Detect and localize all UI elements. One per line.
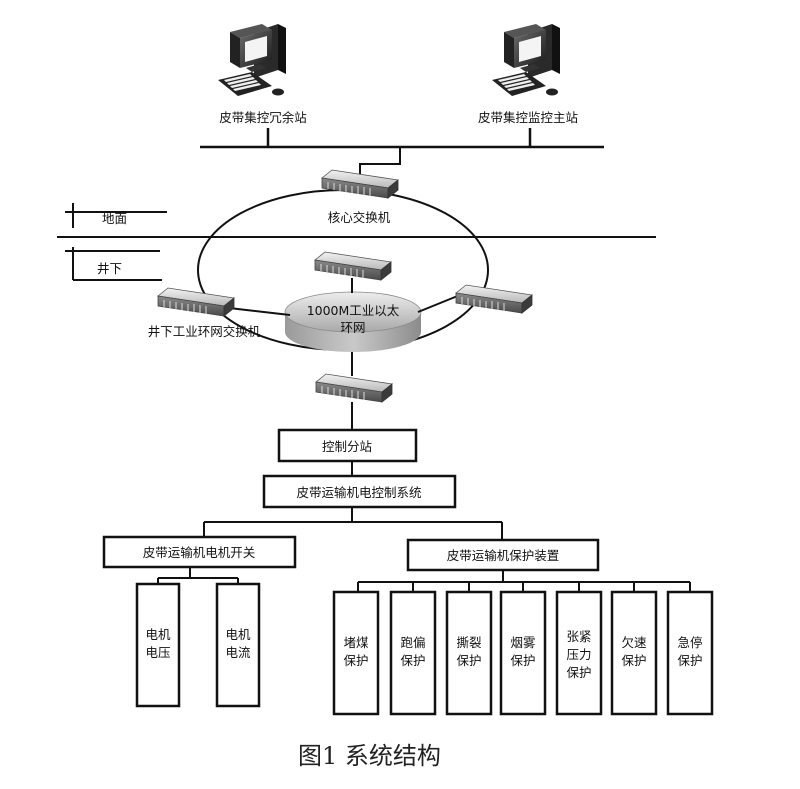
master-station-label: 皮带集控监控主站	[478, 110, 578, 125]
figure-caption: 图1 系统结构	[298, 742, 441, 770]
protection-leaf-box	[389, 590, 437, 716]
protection-leaf-label: 撕裂	[456, 635, 481, 650]
ring-switch-icon	[455, 284, 533, 314]
protection-leaf-label: 张紧	[566, 629, 591, 644]
motor-leaf-links	[157, 567, 239, 584]
protection-leaf-label: 欠速	[621, 635, 647, 650]
master-station: 皮带集控监控主站	[478, 24, 578, 125]
control-system-box	[262, 474, 457, 509]
redundant-station: 皮带集控冗余站	[218, 24, 307, 125]
ring-switch-icon	[157, 287, 235, 317]
protection-leaf-box	[610, 590, 658, 716]
motor-switch-label: 皮带运输机电机开关	[143, 545, 256, 560]
motor-switch-box	[102, 535, 297, 569]
ground-label: 地面	[102, 211, 127, 226]
protection-leaf-box	[332, 590, 380, 716]
protection-leaf-label: 跑偏	[400, 635, 425, 650]
ring-network-disk: 1000M工业以太 环网	[284, 291, 422, 352]
motor-leaf-label: 电机	[225, 627, 251, 642]
protection-leaf-label: 压力	[566, 647, 591, 662]
protection-leaf-label: 保护	[456, 653, 481, 668]
protection-device-label: 皮带运输机保护装置	[447, 548, 560, 563]
control-substation-box	[277, 428, 418, 463]
motor-leaf-box	[215, 582, 261, 708]
protection-leaf-label: 急停	[677, 635, 702, 650]
protection-leaf-links	[357, 570, 691, 592]
redundant-station-label: 皮带集控冗余站	[219, 110, 307, 125]
core-switch-label: 核心交换机	[328, 210, 391, 225]
protection-leaf-box	[666, 590, 714, 716]
core-uplink	[359, 147, 401, 174]
motor-leaf-label: 电流	[225, 645, 251, 660]
subsystem-links	[203, 507, 503, 540]
station-bus	[200, 128, 604, 149]
ring-label-line2: 环网	[340, 320, 365, 335]
ring-switch-icon	[314, 251, 392, 281]
access-switch-icon	[315, 373, 393, 403]
ring-switch-label: 井下工业环网交换机	[148, 324, 261, 339]
ring-links	[228, 278, 461, 316]
protection-leaf-label: 堵煤	[343, 635, 369, 650]
protection-leaf-label: 保护	[677, 653, 702, 668]
motor-leaf-label: 电机	[145, 627, 171, 642]
computer-icon	[492, 24, 560, 96]
protection-leaf-label: 保护	[343, 653, 368, 668]
protection-leaf-label: 保护	[566, 665, 591, 680]
ground-divider	[57, 203, 656, 281]
computer-icon	[218, 24, 286, 96]
control-substation-label: 控制分站	[322, 439, 372, 454]
protection-leaf-label: 保护	[621, 653, 646, 668]
protection-leaf-box	[499, 590, 547, 716]
core-switch-icon	[321, 169, 399, 199]
underground-label: 井下	[97, 261, 122, 276]
motor-leaf-label: 电压	[145, 645, 170, 660]
protection-device-box	[406, 538, 600, 572]
control-system-label: 皮带运输机电控制系统	[296, 485, 421, 500]
protection-leaf-box	[555, 590, 603, 716]
ring-label-line1: 1000M工业以太	[307, 303, 400, 318]
motor-leaf-box	[135, 582, 181, 708]
protection-leaf-box	[445, 590, 493, 716]
protection-leaf-label: 烟雾	[510, 635, 536, 650]
protection-leaf-label: 保护	[400, 653, 425, 668]
protection-leaf-label: 保护	[510, 653, 535, 668]
